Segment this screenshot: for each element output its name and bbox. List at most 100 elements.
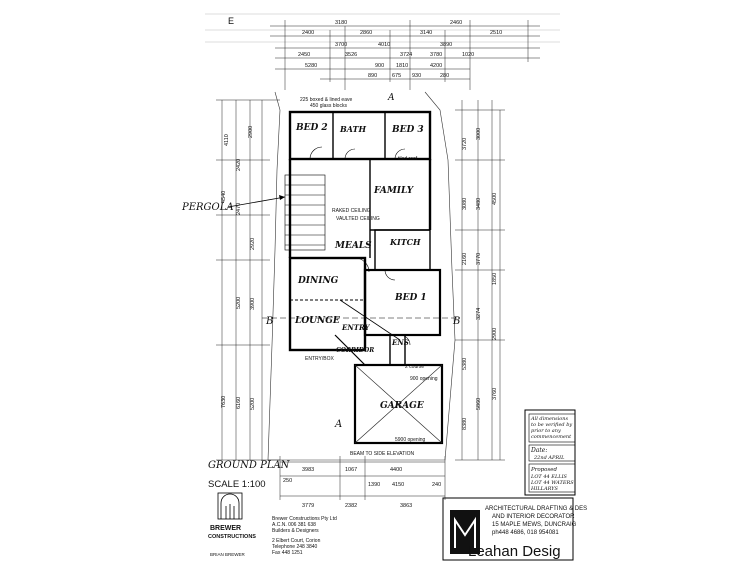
kitchen-wall — [374, 229, 431, 271]
bottom-dimension-labels: 3983 1067 4400 250 1390 4150 240 3779 23… — [283, 467, 441, 509]
drawing-title: GROUND PLAN — [208, 460, 291, 471]
bottom-dim-2-2: 4150 — [392, 482, 404, 488]
section-markers: B B A A — [262, 93, 460, 430]
drafting-line2: AND INTERIOR DECORATOR — [492, 514, 575, 520]
section-a-top: A — [387, 93, 395, 103]
left-dimension-labels: 4110 2900 2420 4540 2470 2920 5200 3900 … — [221, 126, 256, 410]
left-dim-4: 2470 — [236, 203, 242, 215]
room-ens: ENS — [391, 338, 409, 347]
top-dim-6-3: 280 — [440, 73, 449, 79]
drawing-scale: SCALE 1:100 — [208, 479, 266, 490]
right-dim-11: 5860 — [476, 398, 482, 410]
room-bed1: BED 1 — [394, 293, 427, 303]
room-corridor: CORRIDOR — [336, 347, 374, 354]
bottom-dim-1-0: 3983 — [302, 467, 314, 473]
bottom-dim-3-0: 3779 — [302, 503, 314, 509]
room-lounge: LOUNGE — [294, 316, 340, 326]
top-dimension-labels: 3180 2460 2400 2860 3140 2510 3700 4010 … — [298, 20, 502, 79]
bottom-dim-1-1: 1067 — [345, 467, 357, 473]
top-dim-3-2: 3890 — [440, 42, 452, 48]
left-dim-8: 7630 — [221, 396, 227, 408]
garage-wall — [353, 363, 444, 445]
builder-name-line2: CONSTRUCTIONS — [208, 534, 256, 540]
right-dim-3: 3480 — [476, 198, 482, 210]
note-raked-ceiling: RAKED CEILING — [332, 208, 371, 214]
note-glass-blocks: 450 glass blocks — [310, 103, 347, 109]
right-dim-0: 3720 — [462, 138, 468, 150]
builder-fax: Fax 448 1251 — [272, 550, 303, 556]
top-dim-2-3: 2510 — [490, 30, 502, 36]
right-dim-5: 2160 — [462, 253, 468, 265]
left-dim-3: 4540 — [221, 191, 227, 203]
builder-telephone: Telephone 248 3840 — [272, 544, 318, 550]
room-entry: ENTRY — [341, 323, 371, 332]
right-dim-2: 4500 — [492, 193, 498, 205]
right-dim-9: 2900 — [492, 328, 498, 340]
room-dining: DINING — [297, 276, 339, 286]
right-dim-12: 3760 — [492, 388, 498, 400]
top-dim-4-3: 3780 — [430, 52, 442, 58]
room-labels: BED 2 BATH BED 3 FAMILY MEALS KITCH DINI… — [294, 123, 427, 411]
pergola-hatch — [284, 174, 326, 251]
note-entry-box: ENTRY/BOX — [305, 356, 334, 362]
note-bottom-beam: BEAM TO SIDE ELEVATION — [350, 451, 414, 457]
side-proposed-3: HILLARYS — [530, 486, 558, 492]
bottom-dim-2-3: 240 — [432, 482, 441, 488]
builder-name-line1: BREWER — [210, 525, 241, 532]
drafting-brand: Leahan Desig — [468, 543, 561, 560]
top-dim-5-0: 5280 — [305, 63, 317, 69]
right-dim-7: 1850 — [492, 273, 498, 285]
corner-mark: E — [228, 16, 234, 26]
right-dimension-labels: 3720 3000 4500 3480 3080 2160 3770 1850 … — [462, 128, 498, 430]
builder-logo-icon — [217, 492, 243, 520]
top-dimension-lines — [270, 20, 540, 90]
section-a-bottom: A — [334, 419, 342, 430]
bottom-dimension-lines — [279, 456, 446, 500]
note-door-opening: 900 opening — [410, 376, 438, 382]
top-dim-4-4: 1020 — [462, 52, 474, 58]
left-dim-0: 4110 — [224, 134, 230, 146]
right-dimension-lines — [455, 100, 505, 461]
top-dim-4-1: 3526 — [345, 52, 357, 58]
builder-address: 2 Elbert Court, Corion — [272, 538, 321, 544]
side-note-box: All dimensions to be verified by prior t… — [524, 409, 576, 496]
top-dim-3-0: 3700 — [335, 42, 347, 48]
right-dim-10: 5380 — [462, 358, 468, 370]
side-note-2: to be verified by — [531, 422, 572, 428]
roof-outline — [267, 91, 456, 461]
note-slab-opening: 5900 opening — [395, 437, 426, 443]
builder-company: Brewer Constructions Pty Ltd — [272, 516, 337, 522]
drafting-line1: ARCHITECTURAL DRAFTING & DES — [485, 506, 587, 512]
left-dim-5: 2920 — [250, 238, 256, 250]
left-dimension-lines — [216, 99, 280, 461]
top-dim-6-2: 930 — [412, 73, 421, 79]
bottom-dim-3-1: 2382 — [345, 503, 357, 509]
drafting-line3: 15 MAPLE MEWS, DUNCRAIG — [492, 522, 577, 528]
top-dim-6-1: 675 — [392, 73, 401, 79]
room-bath: BATH — [339, 124, 366, 134]
note-top-eave: 225 boxed & lined eave — [300, 97, 352, 103]
side-note-4: commencement — [531, 434, 572, 440]
room-bed3: BED 3 — [391, 125, 424, 135]
header-remnants — [205, 13, 560, 43]
side-proposed-label: Proposed — [530, 467, 558, 473]
right-dim-13: 8380 — [462, 418, 468, 430]
bottom-dim-1-2: 4400 — [390, 467, 402, 473]
left-dim-10: 5200 — [250, 398, 256, 410]
right-dim-8: 3274 — [476, 308, 482, 320]
house-walls — [288, 110, 444, 445]
top-dim-5-3: 4200 — [430, 63, 442, 69]
drafting-line4: ph448 4686, 018 954081 — [492, 530, 559, 536]
section-b-left: B — [265, 316, 273, 327]
side-proposed-2: LOT 44 WATERS — [530, 480, 574, 486]
top-dim-2-2: 3140 — [420, 30, 432, 36]
note-garage-course: 2 course — [405, 364, 424, 370]
builder-acn: A.C.N. 006 381 638 — [272, 522, 316, 528]
builder-person: BRIAN BREWER — [210, 552, 246, 557]
section-b-right: B — [452, 316, 460, 327]
side-proposed-1: LOT 44 ELLIS — [530, 474, 568, 480]
builder-details: Brewer Constructions Pty Ltd A.C.N. 006 … — [272, 516, 337, 556]
drawing-title-block: GROUND PLAN SCALE 1:100 — [208, 460, 291, 490]
top-dim-4-2: 3724 — [400, 52, 412, 58]
top-dim-5-1: 900 — [375, 63, 384, 69]
